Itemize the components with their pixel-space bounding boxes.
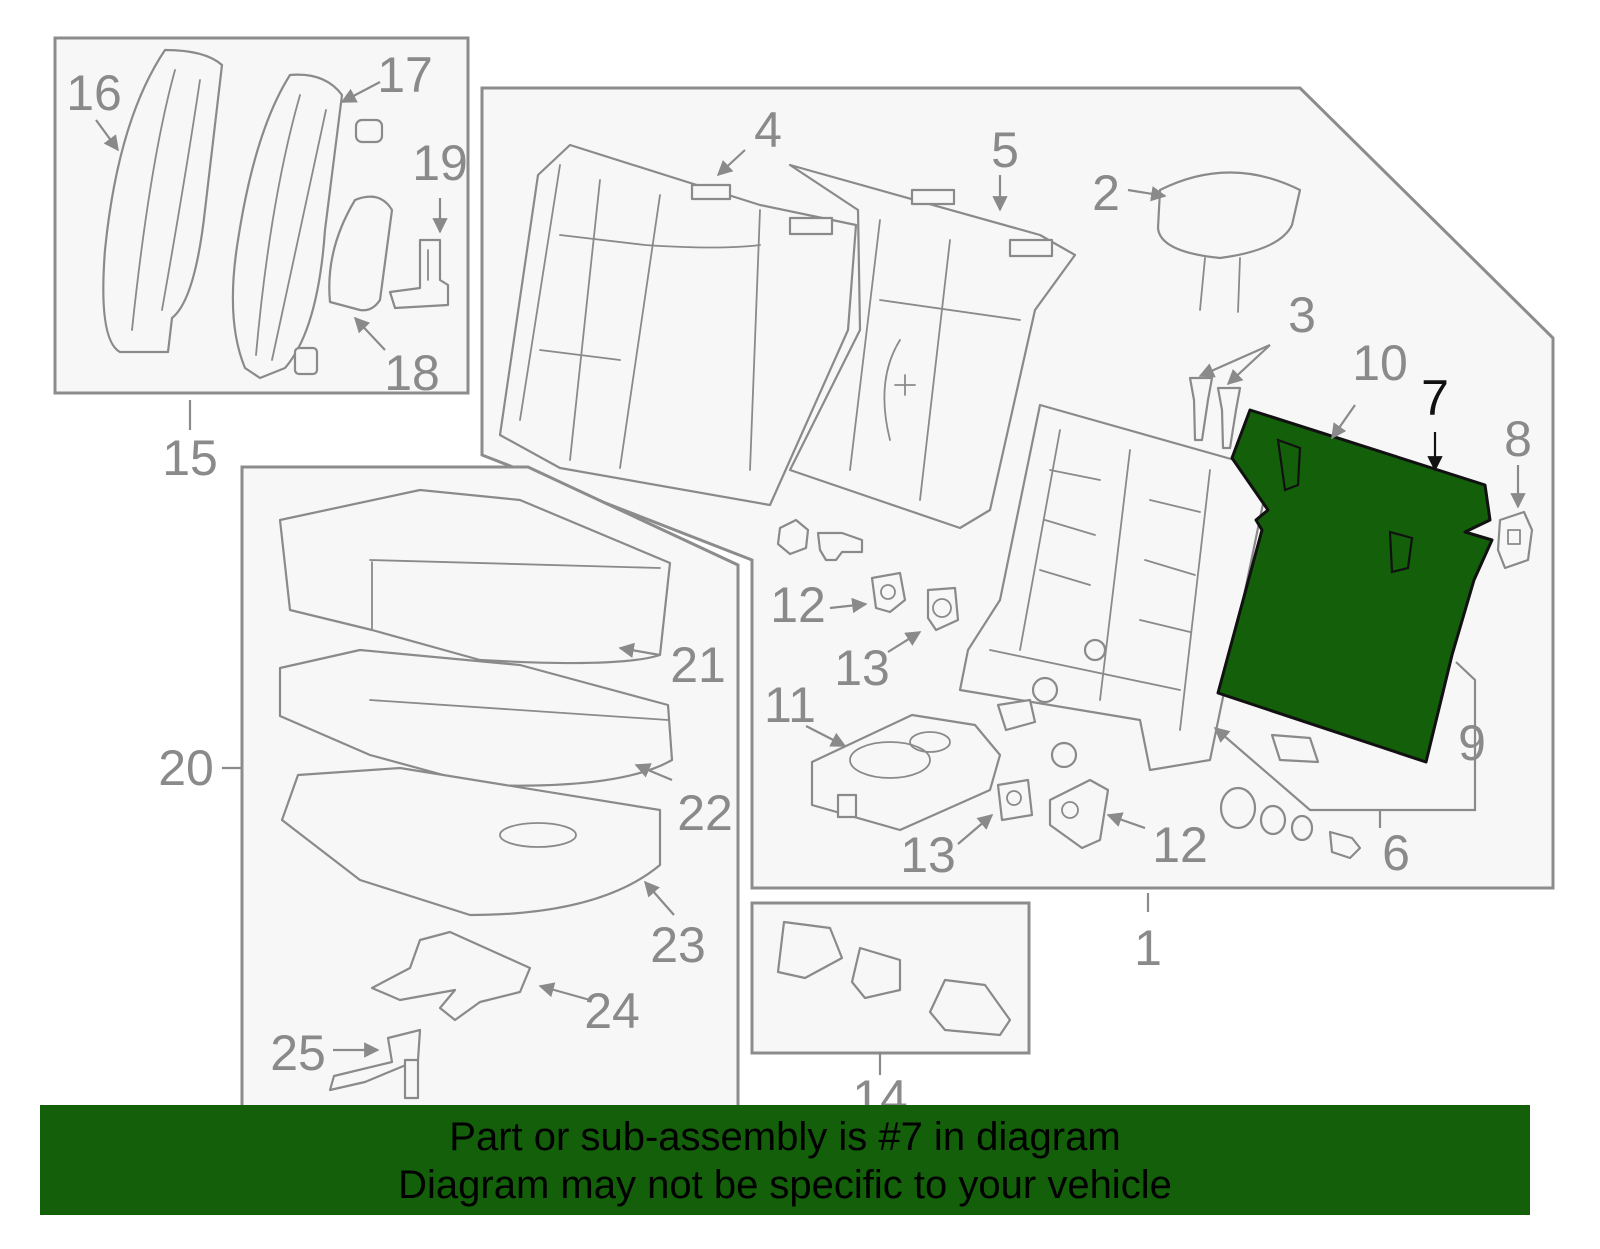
banner-line-1: Part or sub-assembly is #7 in diagram [449, 1115, 1121, 1159]
part-6-hardware-stack[interactable] [1219, 786, 1362, 860]
callout-13-lower: 13 [900, 827, 956, 883]
part-3-headrest-guides[interactable] [1188, 376, 1242, 450]
part-13-bushing-upper[interactable] [926, 586, 960, 632]
callout-23: 23 [650, 917, 706, 973]
part-14-hinge-brackets[interactable] [776, 920, 1012, 1037]
part-19-bracket[interactable] [388, 238, 450, 310]
part-2-headrest[interactable] [1156, 171, 1302, 313]
callout-5: 5 [991, 122, 1019, 178]
part-12-hinge-lower[interactable] [1048, 778, 1110, 850]
callout-4: 4 [754, 102, 782, 158]
callout-12-upper: 12 [770, 577, 826, 633]
callout-22: 22 [677, 785, 733, 841]
small-clip-parts[interactable] [996, 698, 1320, 769]
callout-10: 10 [1352, 335, 1408, 391]
part-13-bushing-lower[interactable] [996, 778, 1034, 822]
callout-12-lower: 12 [1152, 817, 1208, 873]
callout-18: 18 [384, 345, 440, 401]
part-8-latch[interactable] [1496, 510, 1534, 570]
callout-25: 25 [270, 1025, 326, 1081]
callout-17: 17 [377, 47, 433, 103]
callout-24: 24 [584, 983, 640, 1039]
part-25-latch-bracket[interactable] [328, 1028, 422, 1100]
callout-9: 9 [1458, 715, 1486, 771]
callout-16: 16 [66, 65, 122, 121]
callout-6: 6 [1382, 825, 1410, 881]
part-4-seat-back-left[interactable] [498, 143, 858, 507]
hardware-nut-bolt[interactable] [776, 518, 864, 562]
part-6-seat-back-frame[interactable] [958, 403, 1272, 772]
callout-7: 7 [1421, 370, 1449, 426]
callout-11: 11 [764, 677, 816, 733]
notice-banner: Part or sub-assembly is #7 in diagram Di… [40, 1105, 1530, 1215]
part-23-seat-cushion-frame[interactable] [280, 766, 662, 917]
callout-8: 8 [1504, 411, 1532, 467]
part-11-armrest-cupholder[interactable] [810, 713, 1002, 832]
part-12-hinge-upper[interactable] [870, 571, 907, 614]
callout-3: 3 [1288, 287, 1316, 343]
part-16-side-cover[interactable] [102, 48, 224, 354]
callout-20: 20 [158, 740, 214, 796]
part-5-seat-back-right[interactable] [788, 163, 1077, 530]
part-21-seat-cushion-cover[interactable] [278, 488, 672, 665]
leader-lines [95, 81, 1526, 1075]
callout-1: 1 [1134, 920, 1162, 976]
part-7-rear-panel-highlighted[interactable] [1216, 408, 1494, 764]
banner-line-2: Diagram may not be specific to your vehi… [398, 1163, 1172, 1207]
callout-21: 21 [670, 637, 726, 693]
callout-2: 2 [1092, 165, 1120, 221]
callout-13-upper: 13 [834, 640, 890, 696]
callout-19: 19 [412, 135, 468, 191]
part-24-seat-bracket[interactable] [370, 930, 532, 1022]
callout-15: 15 [162, 430, 218, 486]
part-18-armrest-pad[interactable] [328, 195, 394, 312]
